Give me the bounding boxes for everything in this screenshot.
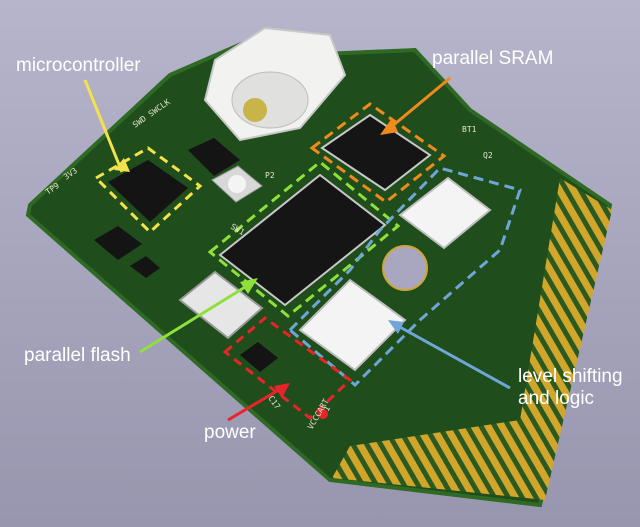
arrow-flash bbox=[139, 278, 258, 354]
power-chip bbox=[240, 342, 278, 372]
sram-outline bbox=[309, 102, 447, 204]
tp1-pad bbox=[318, 409, 328, 419]
arrow-level-shifting bbox=[388, 320, 511, 390]
flash-chip bbox=[218, 173, 387, 307]
battery-cell bbox=[231, 71, 309, 129]
callout-microcontroller: microcontroller bbox=[16, 55, 141, 76]
silk-bt1: BT1 bbox=[462, 125, 477, 134]
callout-power: power bbox=[204, 422, 256, 443]
callout-level-shifting: level shifting and logic bbox=[518, 366, 623, 409]
callout-parallel-flash: parallel flash bbox=[24, 345, 131, 366]
regulator-chip bbox=[188, 138, 240, 176]
sram-chip bbox=[320, 113, 432, 192]
silk-q2: Q2 bbox=[483, 151, 493, 160]
u2-chip bbox=[94, 226, 142, 260]
flash-outline bbox=[207, 160, 401, 318]
arrow-microcontroller bbox=[83, 79, 130, 173]
level-shifter-chip-2 bbox=[298, 278, 407, 372]
arrow-power bbox=[227, 383, 290, 422]
level-shifter-outline bbox=[287, 166, 522, 388]
level-shifter-chip-1 bbox=[398, 176, 492, 250]
usb-connector bbox=[178, 270, 264, 340]
microcontroller-outline bbox=[93, 146, 203, 235]
silk-vcccart: 1 bbox=[322, 404, 332, 413]
edge-connector bbox=[332, 178, 612, 500]
microcontroller-chip bbox=[108, 160, 188, 222]
arrow-sram bbox=[380, 76, 451, 135]
sw1-cap bbox=[228, 175, 246, 193]
battery-contact bbox=[243, 98, 267, 122]
silk-p2: P2 bbox=[265, 171, 275, 180]
callout-parallel-sram: parallel SRAM bbox=[432, 48, 554, 69]
u5-chip bbox=[130, 256, 160, 278]
mounting-hole bbox=[382, 245, 428, 291]
